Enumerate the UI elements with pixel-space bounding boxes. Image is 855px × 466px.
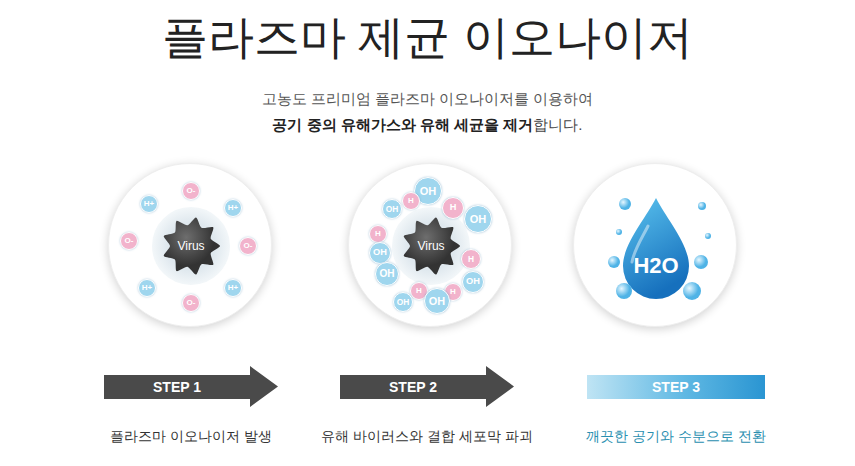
- water-bubble: [683, 282, 701, 300]
- ion-label: O-: [125, 237, 134, 245]
- title: 플라즈마 제균 이오나이저: [0, 6, 855, 68]
- step-label: STEP 2: [340, 375, 486, 399]
- water-drop-illustration: [574, 164, 738, 328]
- subtitle-line: 공기 중의 유해가스와 유해 세균을 제거합니다.: [0, 114, 855, 136]
- ion-bubble: OH: [375, 262, 399, 286]
- ion-bubble: H: [442, 197, 464, 219]
- step-caption: 플라즈마 이오나이저 발생: [44, 427, 338, 445]
- ion-label: H+: [228, 204, 238, 212]
- ion-label: OH: [373, 248, 387, 257]
- subtitle-text: 합니다.: [533, 116, 582, 133]
- ion-bubble: OH: [464, 205, 492, 233]
- ion-bubble: OH: [424, 288, 450, 314]
- water-drop: [623, 198, 689, 299]
- ion-label: H: [450, 288, 456, 296]
- ion-label: O-: [244, 242, 253, 250]
- ion-label: H: [408, 197, 414, 205]
- illustration-circle: VirusO-H+H+O-O-H+H+O-: [108, 163, 272, 327]
- ion-bubble: OH: [369, 242, 391, 264]
- ion-bubble: H+: [224, 199, 242, 217]
- ion-bubble: O-: [182, 294, 200, 312]
- water-bubble: [698, 202, 706, 210]
- water-bubble: [616, 283, 632, 299]
- virus-halo: [151, 206, 231, 286]
- water-bubble: [619, 198, 631, 210]
- step-arrow: STEP 3깨끗한 공기와 수분으로 전환: [587, 366, 765, 407]
- band-shape: [587, 375, 765, 399]
- ion-label: OH: [470, 214, 487, 225]
- ion-bubble: O-: [182, 182, 200, 200]
- water-bubble: [608, 256, 620, 268]
- water-bubble: [616, 229, 622, 235]
- ion-label: OH: [429, 296, 445, 307]
- ion-bubble: O-: [120, 232, 138, 250]
- step-caption: 유해 바이러스와 결합 세포막 파괴: [280, 427, 574, 445]
- ion-label: H+: [144, 200, 154, 208]
- arrow-shape: [104, 366, 278, 407]
- ion-bubble: H+: [224, 279, 242, 297]
- ion-label: OH: [397, 298, 410, 306]
- illustration-circle: H2O: [573, 163, 737, 327]
- ion-label: H: [450, 203, 457, 212]
- ion-bubble: H: [369, 225, 387, 243]
- ion-bubble: OH: [462, 271, 484, 293]
- ion-label: OH: [379, 269, 394, 279]
- ion-bubble: H: [402, 192, 420, 210]
- water-bubble: [694, 255, 708, 269]
- ion-label: H: [416, 287, 422, 295]
- virus-body: [404, 217, 460, 274]
- subtitle-text: 고농도 프리미엄 플라즈마 이오나이저를 이용하여: [262, 90, 594, 107]
- ion-bubble: H+: [138, 279, 156, 297]
- ion-bubble: OH: [393, 292, 413, 312]
- ion-label: H+: [228, 284, 238, 292]
- ion-label: H: [468, 255, 474, 263]
- arrow-shape: [340, 366, 514, 407]
- ion-label: OH: [420, 186, 437, 197]
- virus-body: [164, 217, 220, 274]
- ion-label: H: [375, 230, 381, 238]
- ion-label: H+: [142, 284, 152, 292]
- step-label: STEP 1: [104, 375, 250, 399]
- step-label: STEP 3: [587, 375, 765, 399]
- step-caption: 깨끗한 공기와 수분으로 전환: [527, 427, 825, 445]
- subtitle-text: 공기 중의 유해가스와 유해 세균을 제거: [272, 116, 533, 133]
- ion-label: OH: [386, 205, 399, 213]
- ion-label: O-: [187, 187, 196, 195]
- ion-bubble: OH: [382, 199, 402, 219]
- virus-label: Virus: [417, 239, 444, 253]
- subtitle-line: 고농도 프리미엄 플라즈마 이오나이저를 이용하여: [0, 88, 855, 110]
- illustration-circle: VirusOHHOHHOHHOHHOHOHHHOHOH: [348, 163, 512, 327]
- water-bubble: [705, 233, 711, 239]
- ion-bubble: H: [461, 249, 481, 269]
- ion-bubble: O-: [239, 237, 257, 255]
- ion-bubble: H+: [140, 195, 158, 213]
- virus-halo: [391, 206, 471, 286]
- ion-label: O-: [187, 299, 196, 307]
- step-arrow: STEP 1플라즈마 이오나이저 발생: [104, 366, 278, 407]
- water-label: H2O: [633, 253, 678, 279]
- ion-label: OH: [466, 277, 480, 286]
- virus-label: Virus: [177, 239, 204, 253]
- step-arrow: STEP 2유해 바이러스와 결합 세포막 파괴: [340, 366, 514, 407]
